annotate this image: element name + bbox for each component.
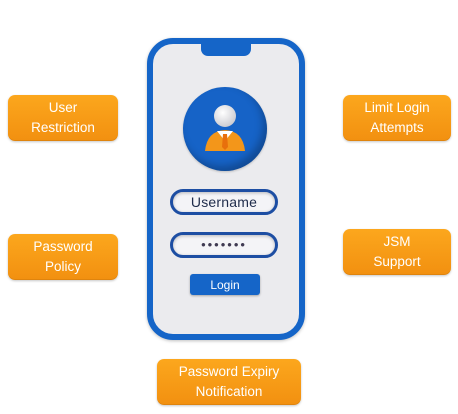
username-placeholder: Username [190,194,258,210]
badge-line: Password Expiry [178,364,280,379]
limit-login-attempts-badge: Limit Login Attempts [343,95,451,141]
user-avatar-graphic [205,105,245,151]
phone-notch [201,38,251,56]
password-field[interactable]: ••••••• [170,232,278,258]
badge-line: Password [33,239,93,254]
badge-line: Support [373,254,421,269]
password-policy-badge: Password Policy [8,234,118,280]
badge-line: JSM [383,234,411,249]
jsm-support-badge: JSM Support [343,229,451,275]
badge-line: Policy [44,259,81,274]
badge-line: Limit Login [364,100,430,115]
badge-line: Attempts [370,120,424,135]
password-mask: ••••••• [201,236,247,252]
badge-line: Restriction [31,120,95,135]
user-restriction-badge: User Restriction [8,95,118,141]
password-expiry-notification-badge: Password Expiry Notification [157,359,301,405]
badge-line: User [48,100,78,115]
login-button[interactable]: Login [190,274,260,295]
user-avatar-icon [183,87,267,171]
badge-line: Notification [195,384,263,399]
username-field[interactable]: Username [170,189,278,215]
